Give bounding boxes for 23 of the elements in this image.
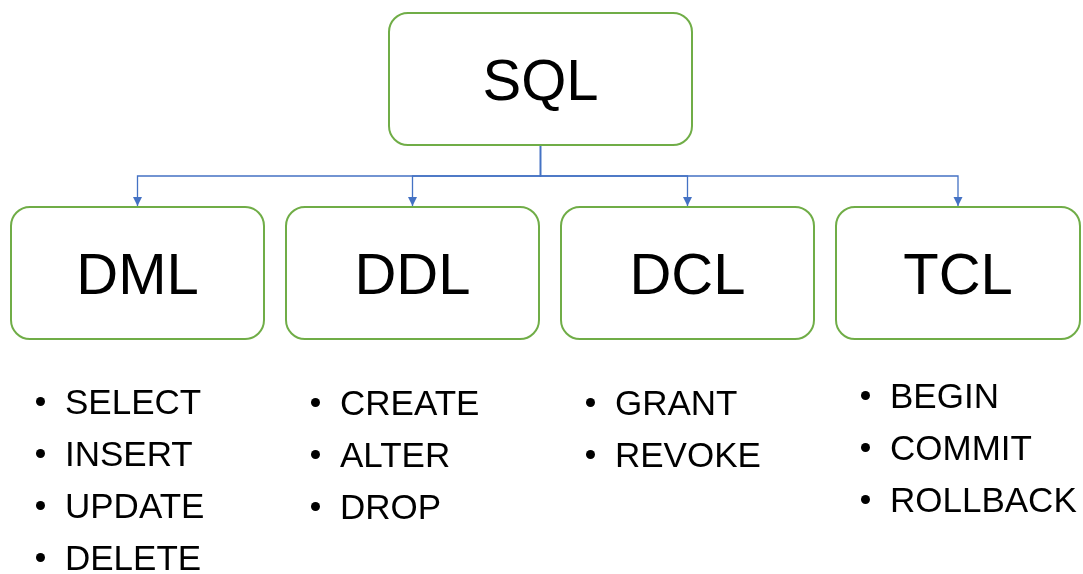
list-item: SELECT bbox=[65, 382, 202, 422]
list-item: ROLLBACK bbox=[890, 480, 1077, 520]
connector-arrow bbox=[539, 145, 963, 207]
category-box bbox=[560, 206, 815, 340]
category-box bbox=[10, 206, 265, 340]
list-item: REVOKE bbox=[615, 435, 761, 475]
list-item: UPDATE bbox=[65, 486, 205, 526]
category-box bbox=[835, 206, 1081, 340]
list-item: DELETE bbox=[65, 538, 202, 574]
list-item: INSERT bbox=[65, 434, 193, 474]
box-label: DML bbox=[76, 239, 199, 307]
box-label: DDL bbox=[354, 239, 471, 307]
list-item: CREATE bbox=[340, 383, 480, 423]
list-item: BEGIN bbox=[890, 376, 999, 416]
box-label: DCL bbox=[629, 239, 746, 307]
list-item: GRANT bbox=[615, 383, 738, 423]
category-box bbox=[285, 206, 540, 340]
list-item: COMMIT bbox=[890, 428, 1032, 468]
box-label: SQL bbox=[482, 45, 599, 113]
list-item: ALTER bbox=[340, 435, 451, 475]
category-box bbox=[388, 12, 693, 146]
box-label: TCL bbox=[903, 239, 1013, 307]
list-item: DROP bbox=[340, 487, 442, 527]
